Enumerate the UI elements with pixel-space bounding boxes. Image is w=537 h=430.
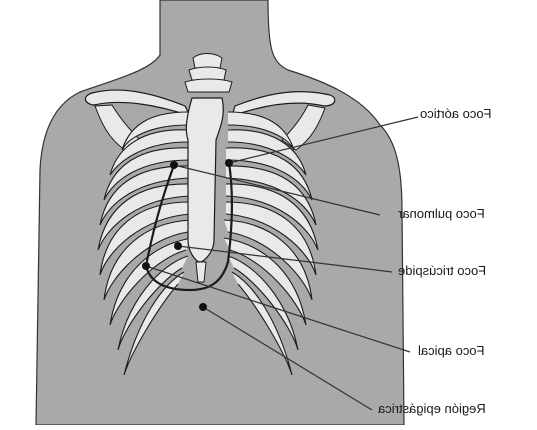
region-epigastrica-point — [199, 303, 207, 311]
xiphoid-process — [196, 262, 206, 282]
label-foco-apical: Foco apical — [418, 343, 484, 359]
label-foco-tricuspide: Foco tricúspide — [398, 263, 486, 279]
label-foco-pulmonar: Foco pulmonar — [398, 206, 485, 222]
foco-pulmonar-point — [170, 161, 178, 169]
foco-apical-point — [142, 262, 150, 270]
foco-tricuspide-point — [174, 242, 182, 250]
label-region-epigastrica: Región epigástrica — [378, 401, 486, 417]
foco-aortico-point — [225, 159, 233, 167]
label-foco-aortico: Foco aórtico — [420, 106, 492, 122]
